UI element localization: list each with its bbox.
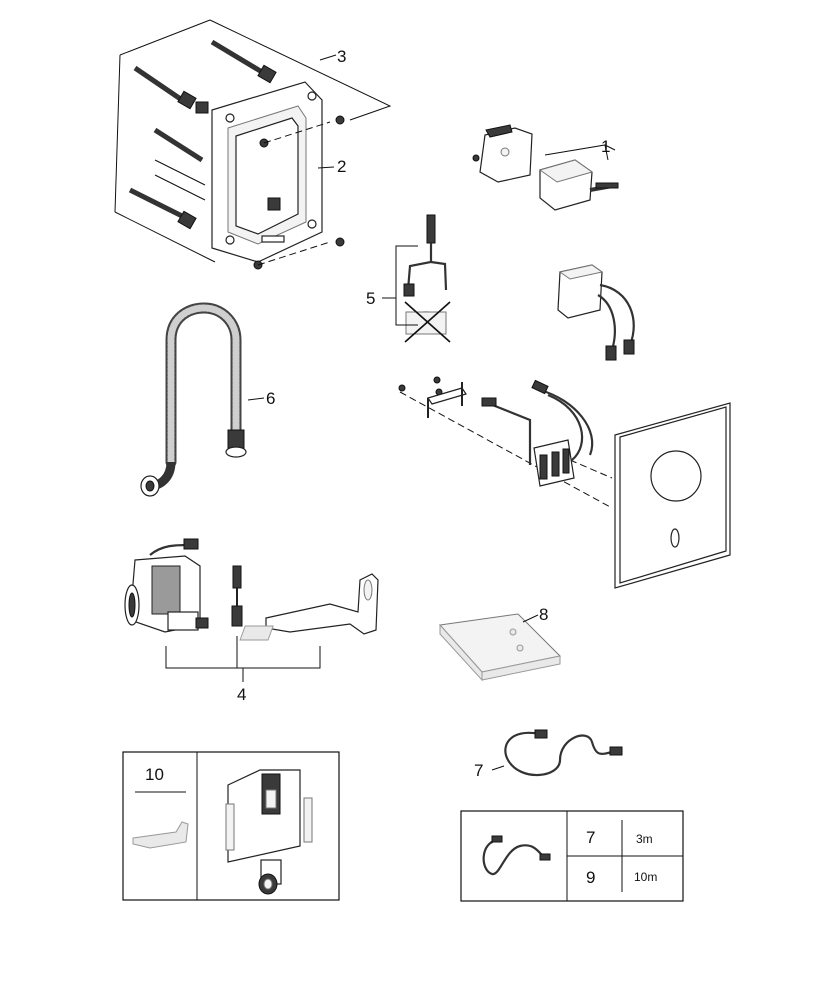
part-label-5: 5 xyxy=(366,289,375,308)
flexible-hose-mid xyxy=(153,101,209,163)
part-label-4: 4 xyxy=(237,685,246,704)
accessory-box: 10 xyxy=(122,751,340,901)
part-label-7: 7 xyxy=(474,761,483,780)
part-label-6: 6 xyxy=(266,389,275,408)
cable-holder: 5 xyxy=(366,214,451,343)
flexible-hose-lower xyxy=(128,187,281,230)
remote-control: 8 xyxy=(239,605,562,682)
table-cable-icon xyxy=(482,835,551,876)
screw-set xyxy=(253,115,345,270)
sensor-panel xyxy=(398,376,731,589)
table-row-1-length: 3m xyxy=(636,832,653,846)
solenoid-valve-set: 4 xyxy=(124,538,379,704)
flexible-hose-upper-left xyxy=(133,65,197,110)
extension-cable: 7 xyxy=(474,729,623,780)
mounting-frame-assembly: 3 2 xyxy=(114,19,392,270)
part-label-8: 8 xyxy=(539,605,548,624)
flush-mounting-box xyxy=(225,769,313,895)
part-label-2: 2 xyxy=(337,157,346,176)
table-row-2-number: 9 xyxy=(586,868,595,887)
part-label-3: 3 xyxy=(337,47,346,66)
part-label-1: 1 xyxy=(601,137,610,156)
flexible-hose-upper-right xyxy=(210,39,277,84)
power-supply-unit xyxy=(557,264,635,361)
accessory-bracket xyxy=(132,821,189,849)
cable-length-table: 7 3m 9 10m xyxy=(460,810,684,902)
accessory-label-10: 10 xyxy=(145,765,164,784)
table-row-1-number: 7 xyxy=(586,828,595,847)
braided-hose: 6 xyxy=(140,302,275,497)
electronics-module: 1 xyxy=(472,124,619,211)
table-row-2-length: 10m xyxy=(634,870,657,884)
